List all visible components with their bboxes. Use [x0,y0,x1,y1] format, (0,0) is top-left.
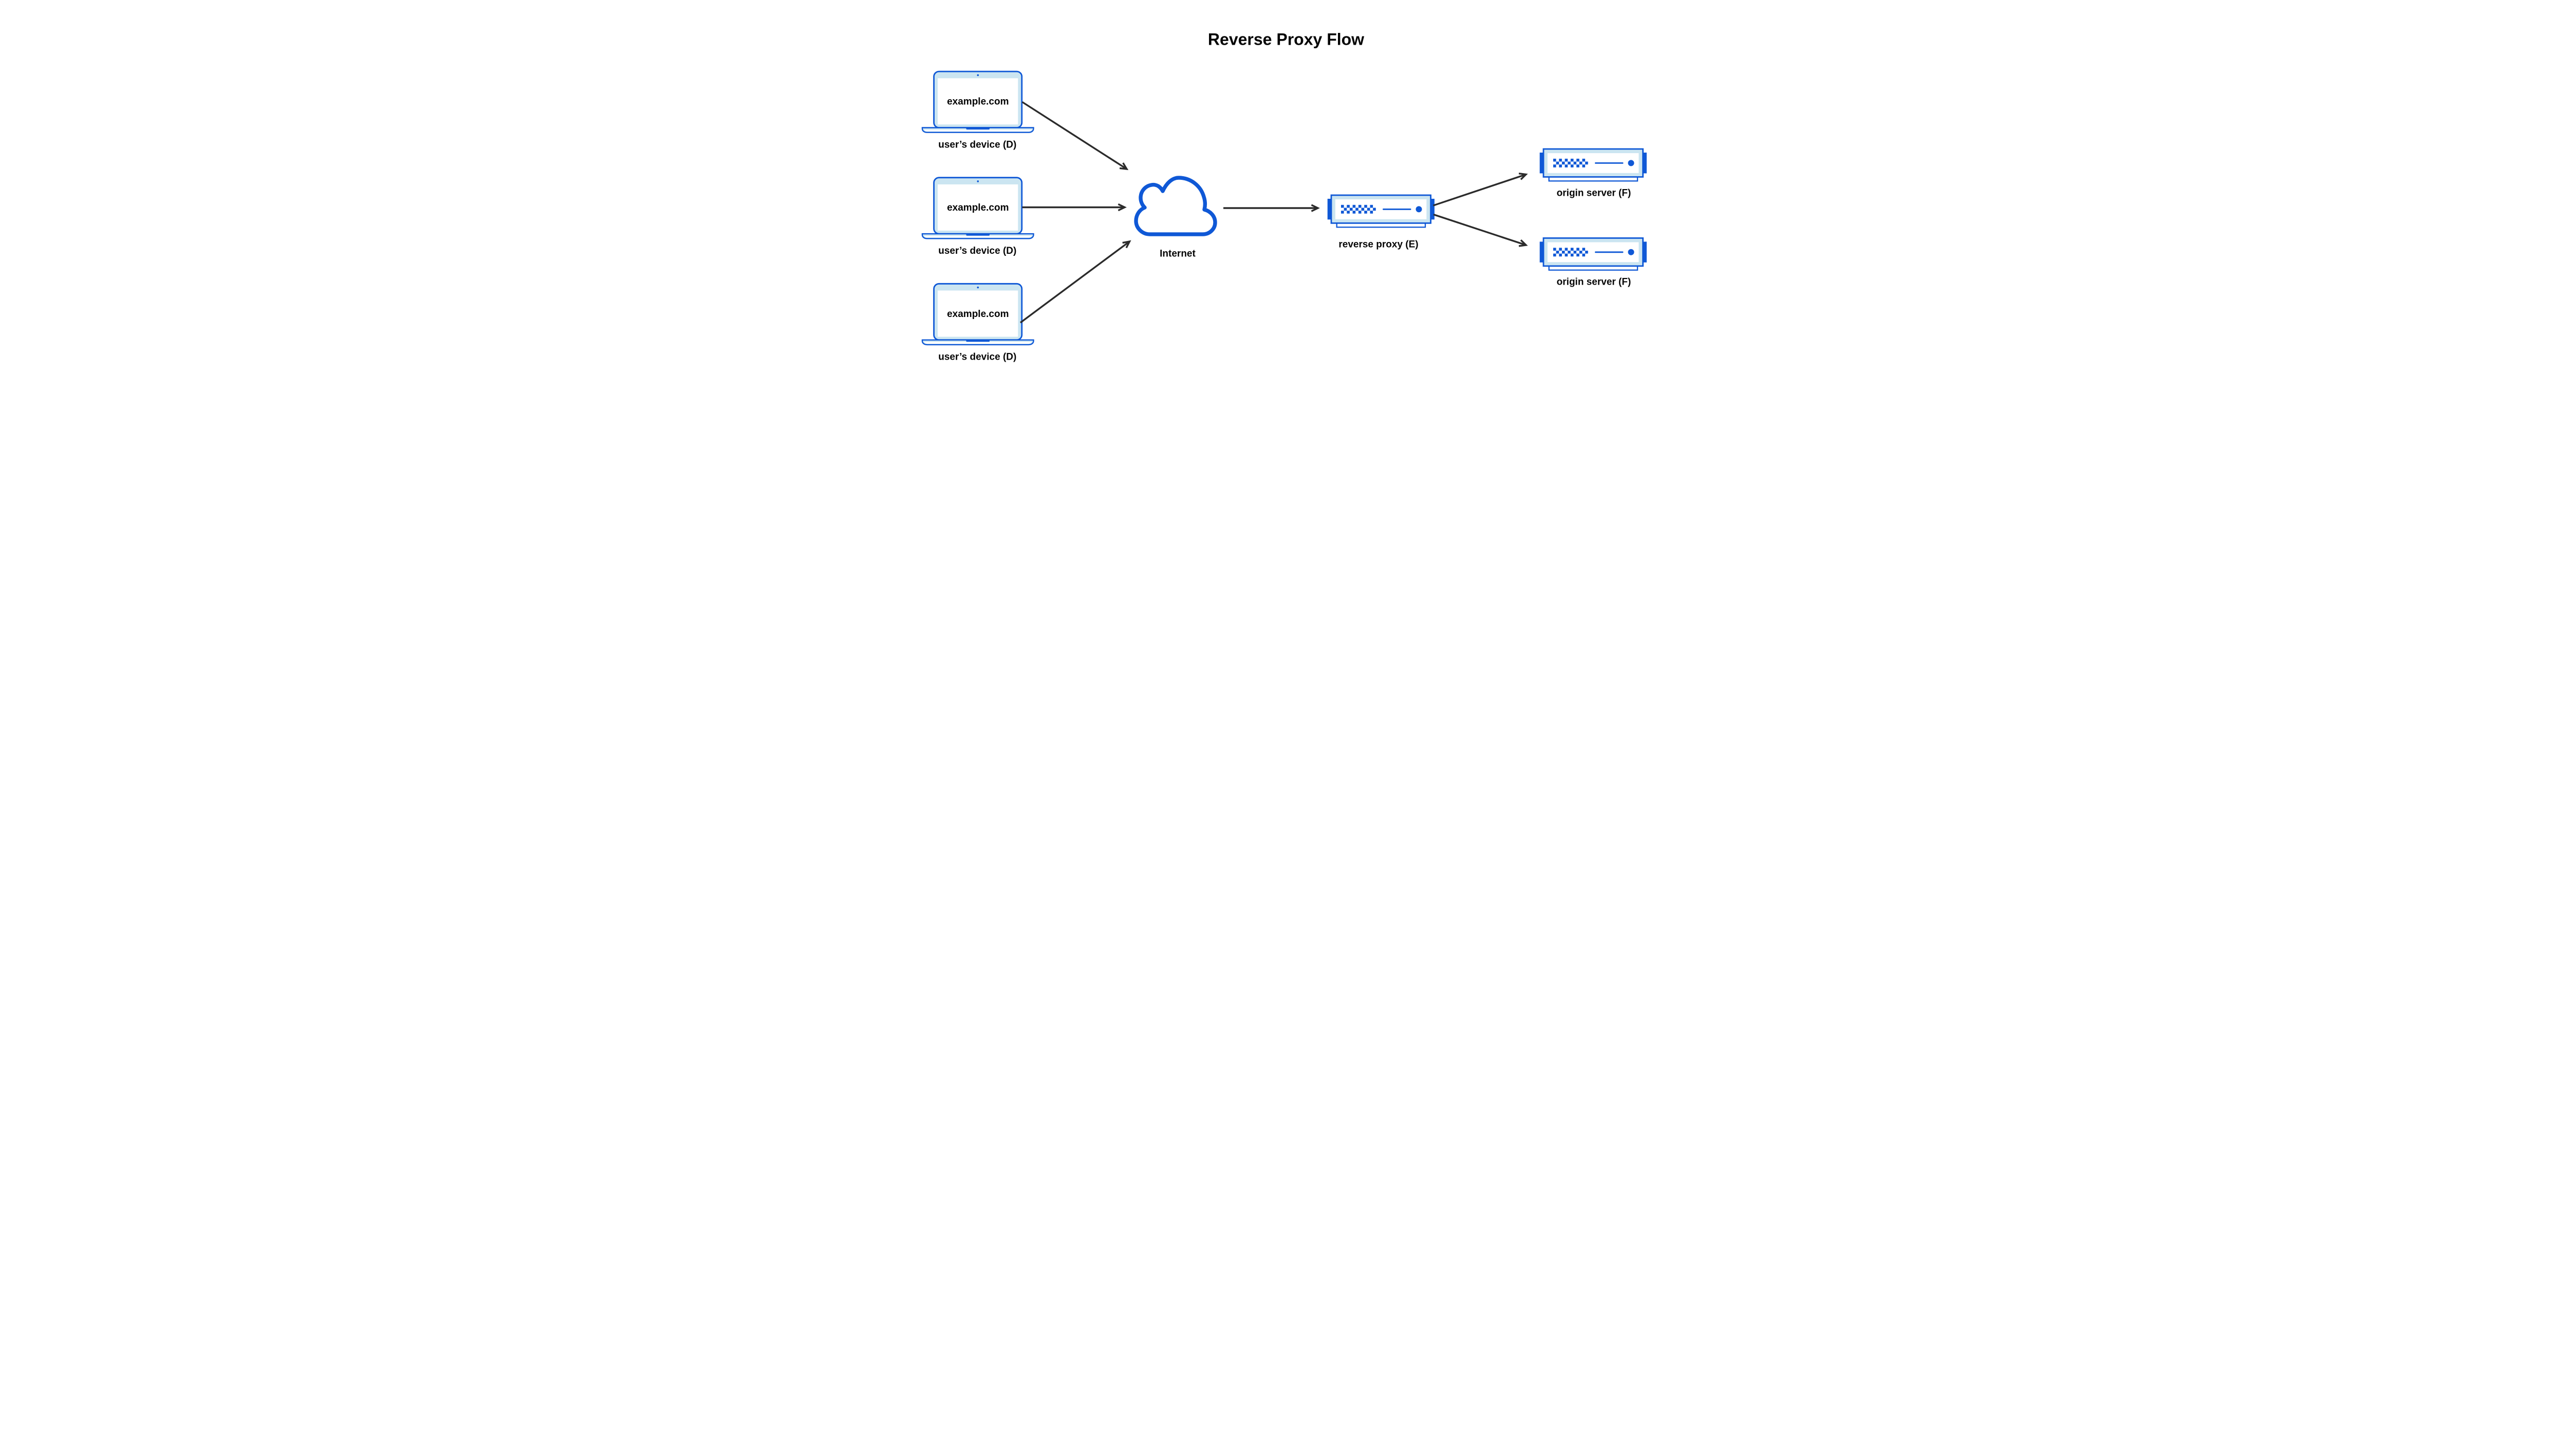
server-icon [1326,194,1435,228]
internet-label: Internet [1160,249,1196,259]
origin-server-node-1: origin server (F) [1538,148,1647,199]
arrow-device2-to-internet [1022,203,1127,212]
arrow-proxy-to-origin1 [1432,173,1528,207]
reverse-proxy-node: reverse proxy (E) [1326,194,1435,250]
cloud-icon [1133,176,1217,236]
arrow-device1-to-internet [1021,101,1128,171]
server-icon [1538,237,1647,271]
server-icon [1538,148,1647,182]
reverse-proxy-label: reverse proxy (E) [1338,239,1418,250]
user-device-node-2: example.com user’s device (D) [921,177,1034,256]
device-screen-url: example.com [947,97,1009,107]
device-label: user’s device (D) [938,352,1016,363]
diagram-title: Reverse Proxy Flow [1207,30,1364,49]
reverse-proxy-flow-svg: Reverse Proxy Flow example.com user’s de… [921,30,1647,363]
device-screen-url: example.com [947,202,1009,213]
flow-arrows [1019,101,1528,324]
origin-server-label: origin server (F) [1556,277,1631,288]
arrow-proxy-to-origin2 [1432,213,1528,247]
device-label: user’s device (D) [938,140,1016,151]
arrow-internet-to-proxy [1223,204,1320,212]
arrow-device3-to-internet [1019,240,1131,324]
device-label: user’s device (D) [938,246,1016,256]
diagram-canvas: Reverse Proxy Flow example.com user’s de… [882,0,1687,403]
device-screen-url: example.com [947,309,1009,320]
user-device-node-3: example.com user’s device (D) [921,283,1034,363]
origin-server-label: origin server (F) [1556,188,1631,199]
user-device-node-1: example.com user’s device (D) [921,70,1034,151]
origin-server-node-2: origin server (F) [1538,237,1647,288]
internet-node: Internet [1133,176,1217,259]
